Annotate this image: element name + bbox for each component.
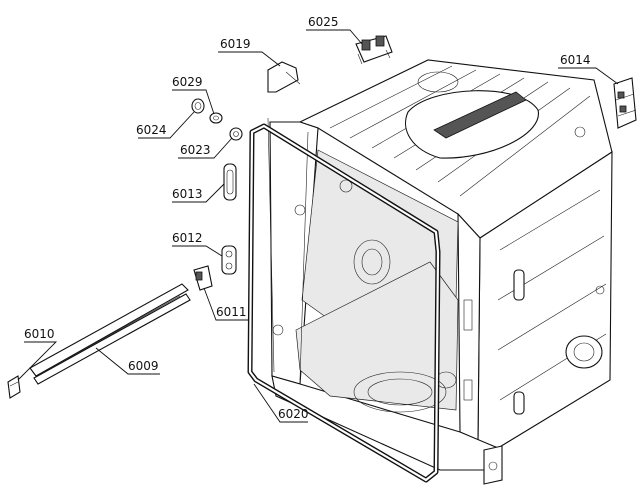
- part-6029-washer: [209, 112, 223, 124]
- part-6009-rail: [29, 283, 191, 385]
- label-6012: 6012: [172, 231, 203, 245]
- label-6024: 6024: [136, 123, 167, 137]
- label-6023: 6023: [180, 143, 211, 157]
- part-6011-hinge-bracket: [193, 265, 213, 291]
- part-6010-end-cap: [7, 375, 21, 399]
- part-6024-roller: [191, 98, 205, 114]
- label-6011: 6011: [216, 305, 247, 319]
- label-6014: 6014: [560, 53, 591, 67]
- part-6025-latch: [355, 35, 393, 65]
- part-6014-side-bracket: [613, 77, 637, 129]
- label-6009: 6009: [128, 359, 159, 373]
- part-6012-link: [221, 245, 237, 275]
- part-6023-bushing: [229, 127, 243, 141]
- part-labels: 6025 6019 6029 6024 6023 6013 6012 6011 …: [24, 15, 591, 421]
- label-6029: 6029: [172, 75, 203, 89]
- label-6025: 6025: [308, 15, 339, 29]
- part-6013-cover: [223, 163, 237, 201]
- label-6019: 6019: [220, 37, 251, 51]
- dishwasher-tub: [267, 59, 613, 485]
- door-gasket-6020: [247, 123, 441, 483]
- label-6020: 6020: [278, 407, 309, 421]
- part-6019-bracket: [267, 61, 301, 93]
- label-6013: 6013: [172, 187, 203, 201]
- label-6010: 6010: [24, 327, 55, 341]
- leader-lines: [17, 29, 619, 423]
